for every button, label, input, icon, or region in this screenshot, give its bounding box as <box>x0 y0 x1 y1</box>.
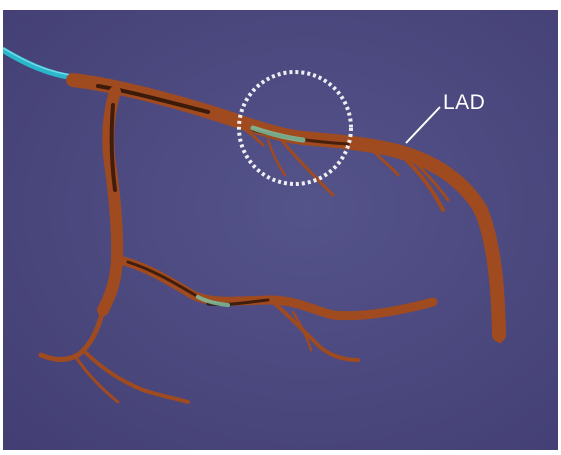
coronary-artery-illustration: LAD <box>3 10 558 450</box>
angiogram-diagram: LAD <box>3 10 558 450</box>
artery-label: LAD <box>443 91 485 114</box>
